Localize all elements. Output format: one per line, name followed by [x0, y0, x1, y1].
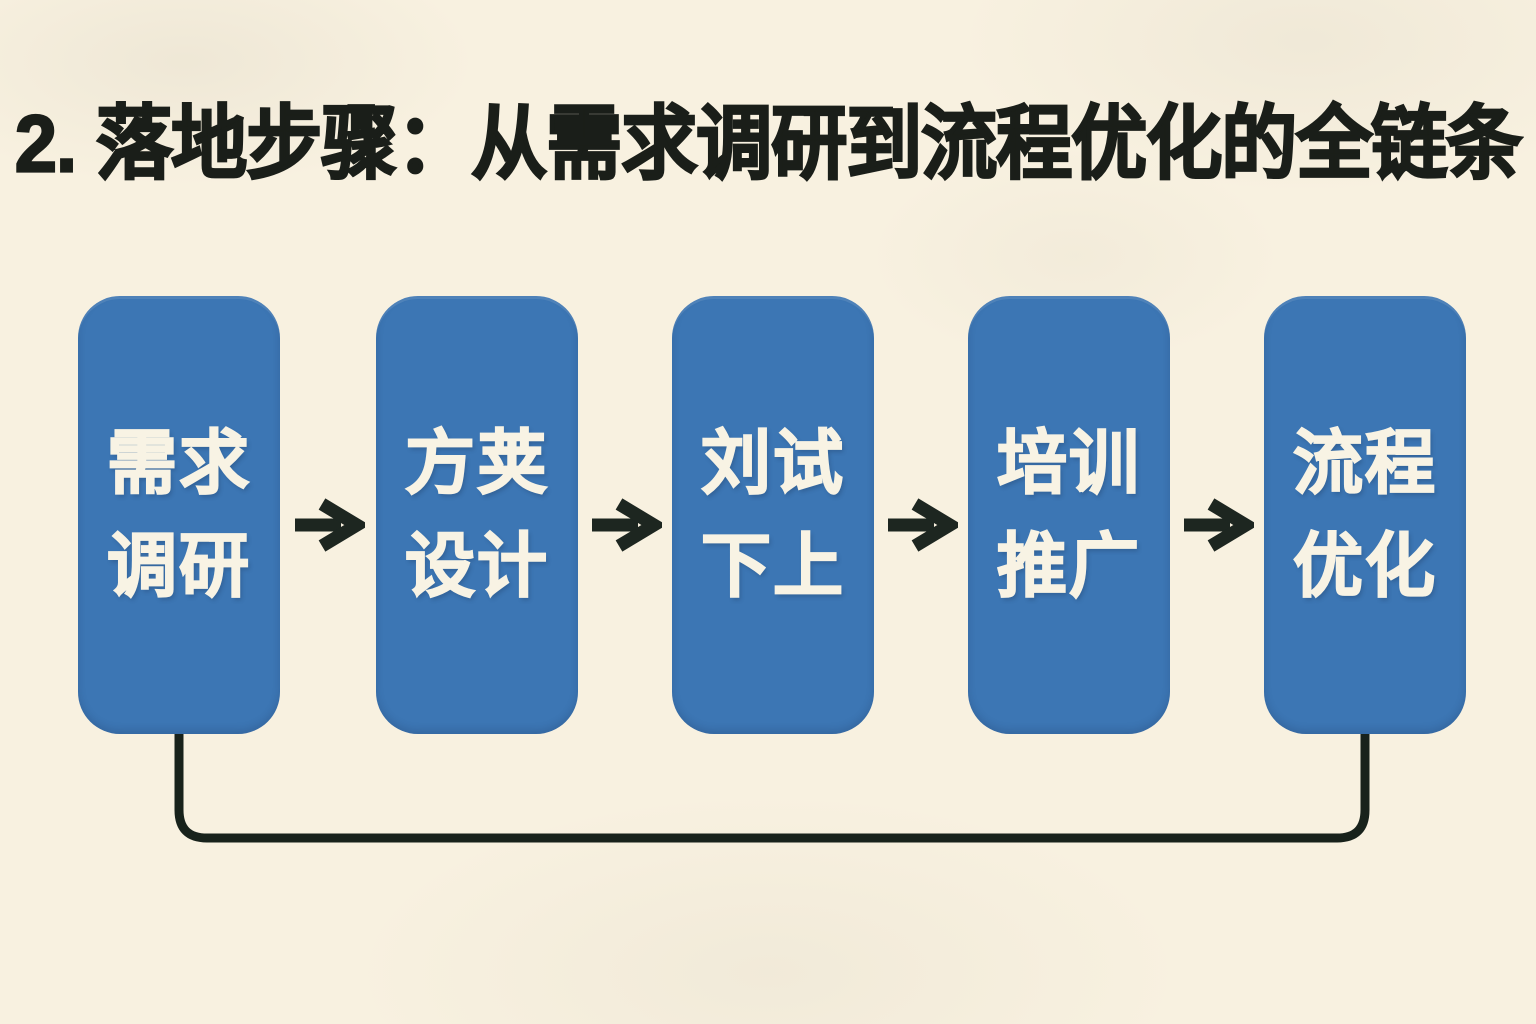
step-label-line2: 调研 — [106, 526, 251, 606]
step-label-line2: 设计 — [404, 526, 549, 606]
flow-step-training: 培训 推广 — [968, 296, 1170, 734]
arrow-right-icon — [295, 498, 365, 552]
arrow-right-icon — [888, 498, 958, 552]
step-label-line2: 下上 — [700, 526, 845, 606]
step-label-line2: 推广 — [996, 526, 1141, 606]
flow-step-design: 方荚 设计 — [376, 296, 578, 734]
step-label-line1: 流程 — [1292, 423, 1437, 503]
arrow-right-icon — [592, 498, 662, 552]
feedback-loop-connector — [174, 734, 1370, 843]
flow-step-pilot: 刘试 下上 — [672, 296, 874, 734]
flow-step-requirements: 需求 调研 — [78, 296, 280, 734]
step-label-line1: 培训 — [996, 423, 1141, 503]
step-label-line1: 需求 — [106, 423, 251, 503]
step-label-line2: 优化 — [1292, 526, 1437, 606]
page-title: 2. 落地步骤：从需求调研到流程优化的全链条 — [14, 98, 1524, 190]
step-label-line1: 方荚 — [404, 423, 549, 503]
arrow-right-icon — [1184, 498, 1254, 552]
step-label-line1: 刘试 — [700, 423, 845, 503]
flow-row: 需求 调研 方荚 设计 刘试 下上 培训 推广 流程 优化 — [0, 296, 1536, 734]
flow-step-optimization: 流程 优化 — [1264, 296, 1466, 734]
